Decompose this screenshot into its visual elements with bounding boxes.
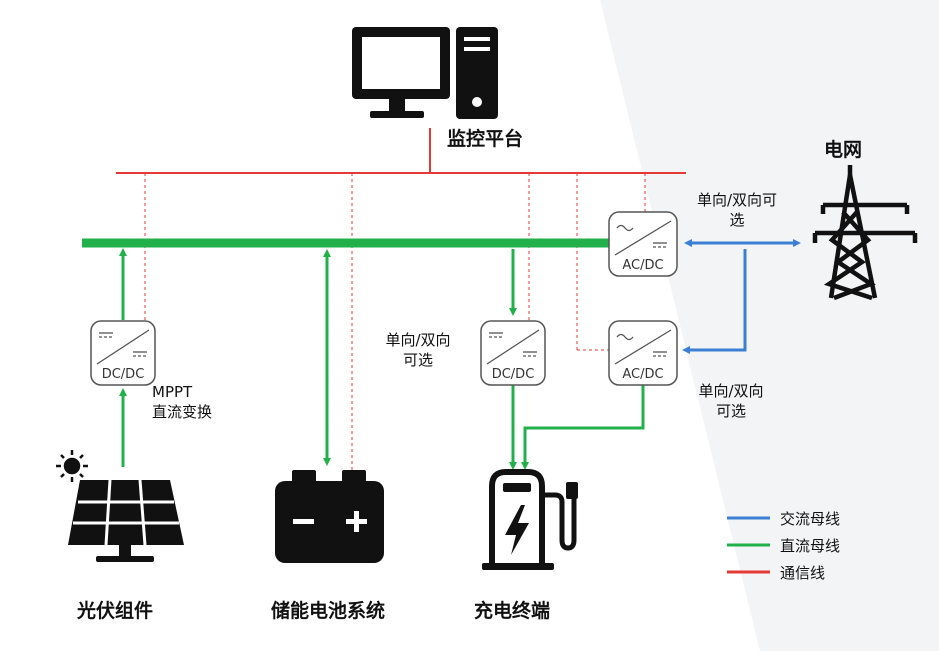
dc-bus-lines [82,238,645,470]
pv-module-label: 光伏组件 [77,600,154,622]
option-note-top: 单向/双向可 选 [682,190,792,230]
mppt-note-line2: 直流变换 [152,403,213,421]
charging-terminal-label: 充电终端 [474,600,551,622]
converter-charger-label: DC/DC [492,367,535,382]
background-wedge [600,0,939,651]
legend [727,516,770,574]
grid-label: 电网 [824,139,863,161]
option-note-right-line1: 单向/双向 [698,382,764,400]
converter-grid-bottom-label: AC/DC [622,367,663,382]
converter-charger: DC/DC [480,320,546,386]
mppt-note-line1: MPPT [152,383,193,401]
ac-bus-lines [682,239,801,354]
ac-grid-to-acdc [682,249,747,354]
storage-system-label: 储能电池系统 [271,600,386,622]
legend-label-dc-bus: 直流母线 [780,537,841,555]
option-note-top-line2: 选 [729,211,745,229]
converter-grid-top-label: AC/DC [622,258,663,273]
computer-icon [352,27,498,119]
option-note-mid-line1: 单向/双向 [385,331,451,349]
converter-pv-label: DC/DC [102,367,145,382]
sun-icon [56,450,88,482]
option-note-top-line1: 单向/双向可 [696,191,778,209]
legend-label-comm: 通信线 [780,564,826,582]
converter-pv: DC/DC [90,320,156,386]
converter-grid-top: AC/DC [608,211,678,277]
transmission-tower-icon [812,165,918,301]
converter-grid-bottom: AC/DC [608,320,678,386]
solar-panel-icon [68,479,184,562]
monitor-platform-label: 监控平台 [447,128,524,150]
charging-station-icon [482,469,578,570]
battery-icon [275,470,384,563]
dc-grid-to-station [521,385,645,470]
option-note-right: 单向/双向 可选 [686,381,776,421]
option-note-right-line2: 可选 [715,402,746,420]
legend-label-ac-bus: 交流母线 [780,510,841,528]
option-note-mid: 单向/双向 可选 [373,330,463,370]
mppt-note: MPPT 直流变换 [152,382,212,422]
option-note-mid-line2: 可选 [402,351,433,369]
